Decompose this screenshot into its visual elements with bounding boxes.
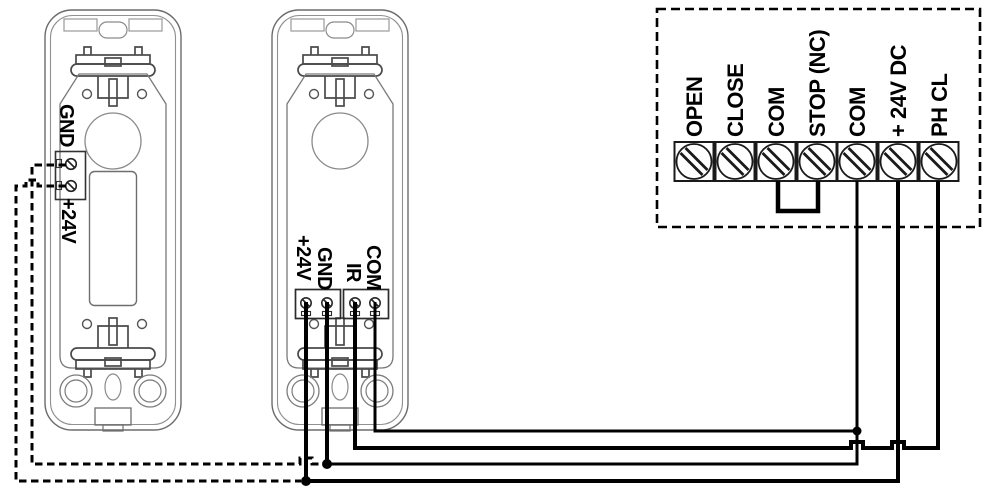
control-board: OPEN CLOSE COM STOP (NC) COM + 24V DC PH… xyxy=(655,7,982,229)
photocell-transmitter: GND +24V xyxy=(45,10,181,431)
wire-tx-24v-dashed xyxy=(14,178,301,483)
rx-terminal-label-24v: +24V xyxy=(292,235,314,281)
board-terminal-label-com1: COM xyxy=(764,87,789,137)
wire-rx-com-to-board-com xyxy=(373,302,857,433)
junction-dot xyxy=(301,476,311,486)
board-terminal-label-close: CLOSE xyxy=(723,64,748,137)
jumper-com-stop xyxy=(775,181,821,214)
wire-rx-24v-to-board-24vdc xyxy=(304,181,900,483)
wire-rx-ir-to-board-phcl xyxy=(353,181,940,450)
board-terminal-screw-open xyxy=(673,141,715,182)
wire-tx-gnd-dashed xyxy=(30,163,322,466)
wires xyxy=(14,163,940,486)
junction-dot xyxy=(322,459,332,469)
board-terminal-label-com2: COM xyxy=(845,87,870,137)
board-terminal-label-phcl: PH CL xyxy=(927,73,952,137)
control-board-outline xyxy=(655,7,982,229)
tx-terminal-label-24v: +24V xyxy=(57,198,79,244)
transmitter-terminal-block xyxy=(54,150,87,201)
board-terminal-label-24vdc: + 24V DC xyxy=(886,44,911,137)
transmitter-component-block xyxy=(88,170,138,307)
junction-dot xyxy=(852,426,862,436)
rx-terminal-label-gnd: GND xyxy=(313,247,335,290)
board-terminal-label-open: OPEN xyxy=(682,77,707,137)
wire-board-com-to-rx-gnd xyxy=(327,181,859,466)
photocell-receiver: +24V GND IR COM xyxy=(272,10,408,431)
tx-terminal-label-gnd: GND xyxy=(55,104,77,147)
board-terminal-label-stop-nc: STOP (NC) xyxy=(805,30,830,137)
rx-terminal-label-com: COM xyxy=(362,245,384,290)
board-terminal-screw-close xyxy=(714,141,756,182)
rx-terminal-label-ir: IR xyxy=(342,263,364,283)
